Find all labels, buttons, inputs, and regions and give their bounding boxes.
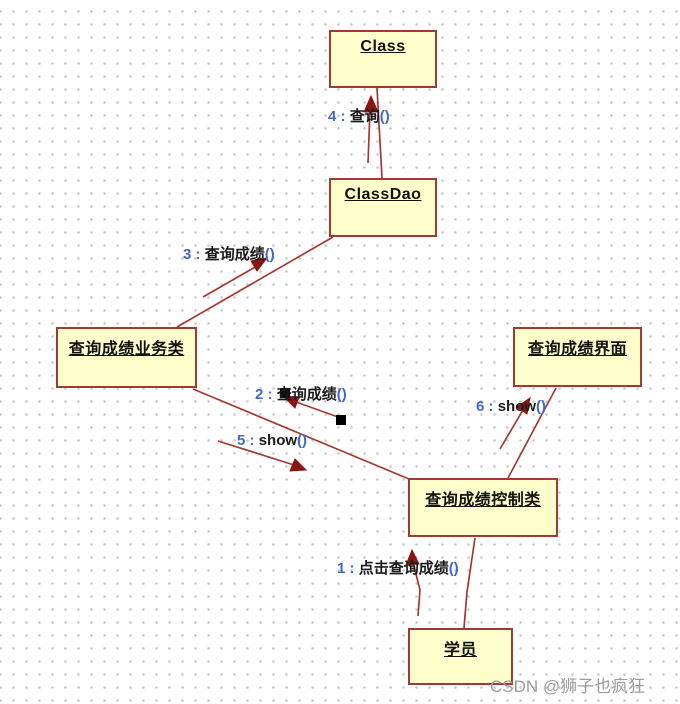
- object-node-class[interactable]: Class: [329, 30, 437, 88]
- object-node-ui-label: 查询成绩界面: [527, 341, 627, 358]
- message-4-name: 查询: [349, 108, 380, 125]
- link-line-business-classdao[interactable]: [176, 236, 334, 328]
- selection-handle-start[interactable]: [280, 388, 290, 398]
- message-2-name: 查询成绩: [276, 386, 337, 403]
- message-label-2[interactable]: 2 : 查询成绩(): [255, 383, 347, 404]
- message-1-name: 点击查询成绩: [358, 560, 449, 577]
- message-3-parens: (): [264, 246, 275, 263]
- message-5-seq: 5 :: [237, 432, 259, 449]
- link-line-business-controller[interactable]: [192, 388, 410, 480]
- message-5-name: show: [258, 432, 298, 449]
- object-node-ui[interactable]: 查询成绩界面: [513, 327, 642, 387]
- message-label-1[interactable]: 1 : 点击查询成绩(): [337, 557, 459, 578]
- message-3-name: 查询成绩: [204, 246, 265, 263]
- message-arrow-5[interactable]: [217, 440, 308, 472]
- link-line-ui-controller[interactable]: [507, 387, 557, 479]
- message-4-parens: (): [379, 108, 390, 125]
- link-line-student-controller[interactable]: [463, 537, 476, 629]
- message-6-parens: (): [536, 398, 547, 415]
- object-node-controller-label: 查询成绩控制类: [425, 492, 541, 509]
- object-node-controller[interactable]: 查询成绩控制类: [408, 478, 558, 537]
- object-node-class-label: Class: [360, 38, 406, 55]
- message-1-parens: (): [448, 560, 459, 577]
- selection-handle-end[interactable]: [336, 415, 346, 425]
- message-label-5[interactable]: 5 : show(): [237, 432, 307, 449]
- message-2-seq: 2 :: [255, 386, 277, 403]
- object-node-classdao-label: ClassDao: [344, 186, 422, 203]
- object-node-classdao[interactable]: ClassDao: [329, 178, 437, 237]
- message-label-4[interactable]: 4 : 查询(): [328, 105, 390, 126]
- object-node-business-label: 查询成绩业务类: [68, 341, 185, 358]
- object-node-student[interactable]: 学员: [408, 628, 513, 685]
- object-node-business[interactable]: 查询成绩业务类: [56, 327, 197, 388]
- message-2-parens: (): [336, 386, 347, 403]
- message-5-parens: (): [297, 432, 308, 449]
- message-6-name: show: [497, 398, 537, 415]
- message-arrow-4[interactable]: [363, 94, 379, 164]
- message-arrow-2[interactable]: [280, 388, 346, 425]
- message-arrow-6[interactable]: [499, 396, 531, 450]
- message-label-3[interactable]: 3 : 查询成绩(): [183, 243, 275, 264]
- message-arrow-3[interactable]: [202, 257, 269, 298]
- csdn-watermark: CSDN @狮子也疯狂: [490, 677, 646, 696]
- message-3-seq: 3 :: [183, 246, 205, 263]
- message-arrow-1[interactable]: [405, 548, 421, 617]
- message-4-seq: 4 :: [328, 108, 350, 125]
- message-6-seq: 6 :: [476, 398, 498, 415]
- link-line-classdao-class[interactable]: [376, 87, 383, 179]
- message-label-6[interactable]: 6 : show(): [476, 398, 546, 415]
- object-node-student-label: 学员: [443, 642, 477, 659]
- message-1-seq: 1 :: [337, 560, 359, 577]
